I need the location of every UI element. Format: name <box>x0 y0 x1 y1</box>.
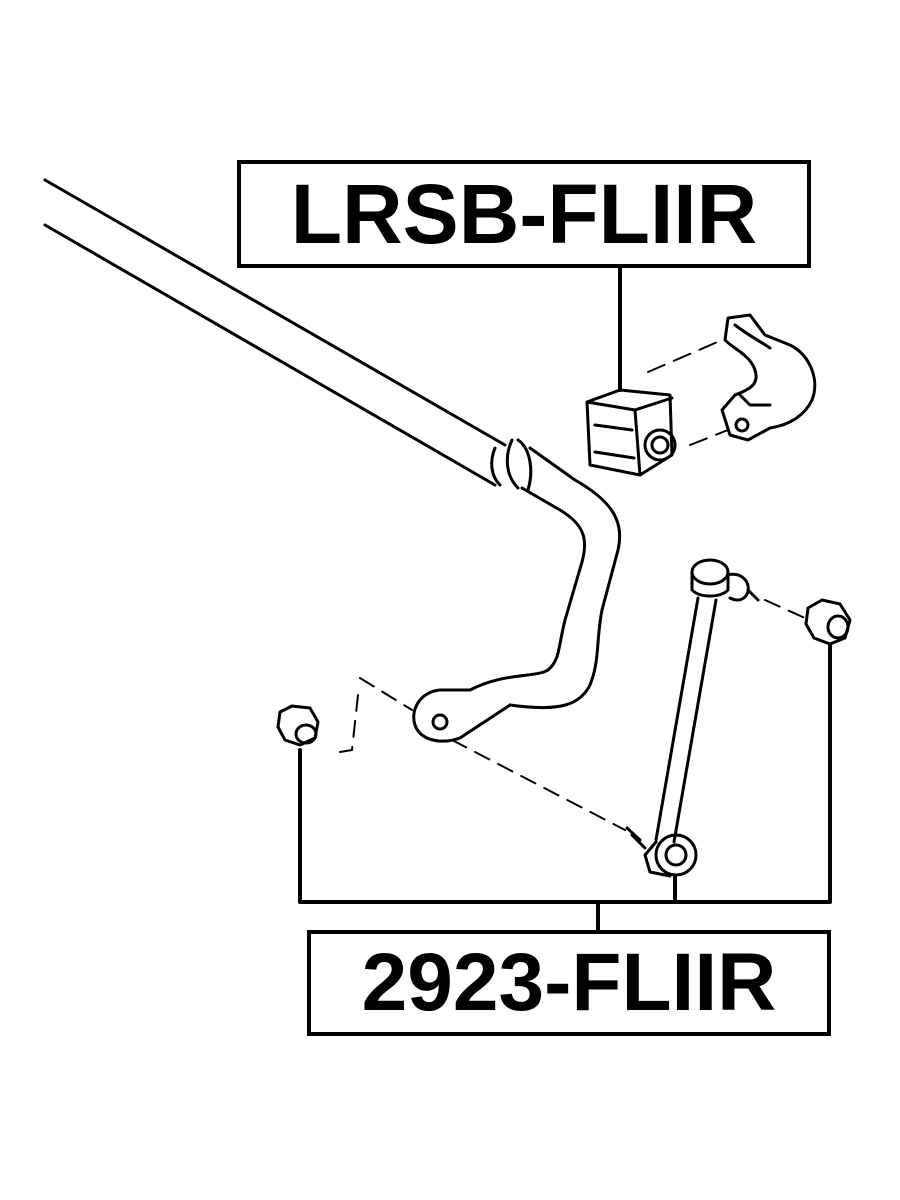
bushing-part-number-text: LRSB-FLIIR <box>290 166 758 261</box>
bushing-bracket-icon <box>720 313 817 442</box>
link-part-number-text: 2923-FLIIR <box>361 937 777 1028</box>
link-alignment-lines <box>339 599 806 831</box>
bushing-alignment-lines <box>647 339 729 446</box>
link-part-number-label: 2923-FLIIR <box>307 930 831 1036</box>
left-nut-icon <box>276 704 320 747</box>
stabilizer-bar <box>43 178 622 743</box>
right-nut-icon <box>804 598 852 646</box>
stabilizer-bushing-icon <box>585 388 677 477</box>
stabilizer-link-icon <box>625 558 760 878</box>
bushing-part-number-label: LRSB-FLIIR <box>237 160 811 268</box>
leader-lines <box>298 266 832 932</box>
